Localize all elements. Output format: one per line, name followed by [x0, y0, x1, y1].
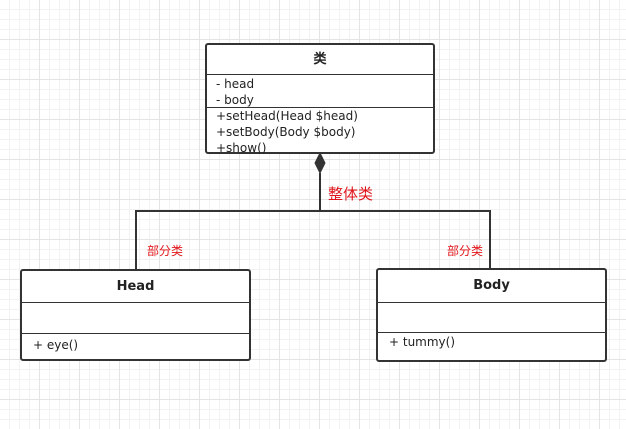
attribute-body: - body: [216, 93, 254, 107]
method-tummy: + tummy(): [389, 335, 456, 349]
body-class-attributes: [378, 302, 605, 332]
whole-class-methods: +setHead(Head $head) +setBody(Body $body…: [207, 107, 433, 156]
attribute-head: - head: [216, 77, 255, 91]
head-class-name: Head: [116, 279, 155, 294]
method-show: +show(): [216, 141, 267, 155]
head-class-methods: + eye(): [22, 333, 249, 353]
part-label-left: 部分类: [147, 244, 184, 258]
method-setbody: +setBody(Body $body): [216, 125, 356, 139]
part-label-right: 部分类: [447, 244, 484, 258]
whole-class-name: 类: [313, 52, 327, 67]
body-class-methods: + tummy(): [378, 332, 605, 350]
head-class-box[interactable]: Head + eye(): [20, 269, 251, 361]
composition-label: 整体类: [328, 185, 374, 203]
method-eye: + eye(): [33, 338, 79, 352]
body-class-box[interactable]: Body + tummy(): [376, 268, 607, 362]
composition-diamond: [314, 151, 326, 175]
whole-class-attributes: - head - body: [207, 74, 433, 107]
head-class-attributes: [22, 302, 249, 333]
whole-class-box[interactable]: 类 - head - body +setHead(Head $head) +se…: [205, 43, 435, 156]
method-sethead: +setHead(Head $head): [216, 109, 358, 123]
body-class-name: Body: [473, 278, 510, 293]
